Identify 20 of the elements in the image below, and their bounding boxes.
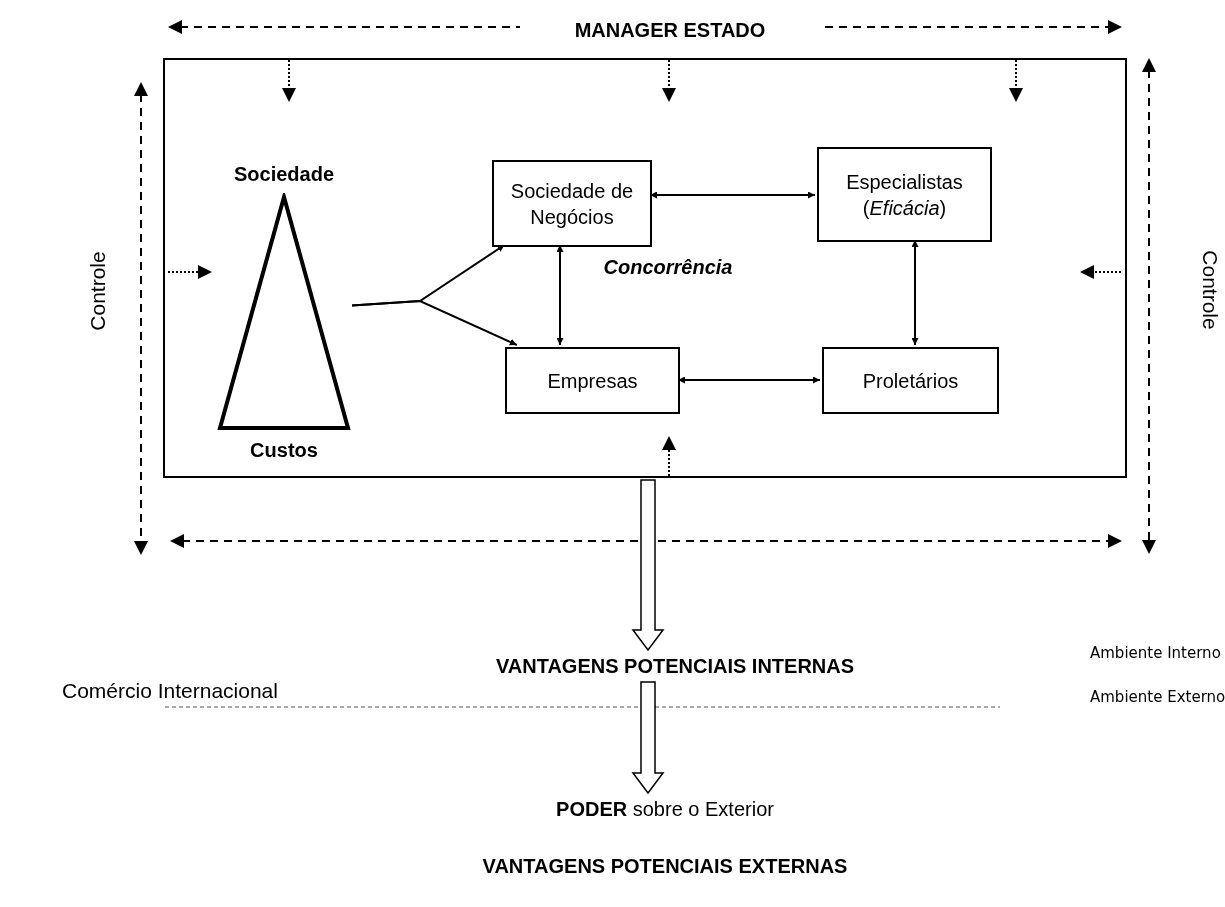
label-text: VANTAGENS POTENCIAIS EXTERNAS xyxy=(482,854,848,878)
process-box: Sociedade de Negócios xyxy=(492,160,652,247)
result-text: VANTAGENS POTENCIAIS INTERNAS xyxy=(420,652,930,680)
block-arrow xyxy=(631,479,665,652)
label-text: MANAGER ESTADO xyxy=(574,18,766,42)
block-arrow xyxy=(631,681,665,795)
arrow xyxy=(351,300,518,346)
label-text: Comércio Internacional xyxy=(62,678,278,704)
process-box: Proletários xyxy=(822,347,999,414)
label-text: Ambiente Interno xyxy=(1090,644,1221,662)
process-box: Empresas xyxy=(505,347,680,414)
label-text: Concorrência xyxy=(603,255,733,279)
label-text: Ambiente Externo xyxy=(1090,688,1225,706)
process-box: Especialistas (Eficácia) xyxy=(817,147,992,242)
triangle-top-label: Sociedade xyxy=(233,162,334,186)
triangle-bottom-label: Custos xyxy=(250,438,318,462)
result-text: PODER sobre o Exterior xyxy=(470,795,860,823)
label-text: Controle xyxy=(85,251,111,331)
frame-box xyxy=(163,58,1127,478)
label-text: Controle xyxy=(1197,250,1223,330)
